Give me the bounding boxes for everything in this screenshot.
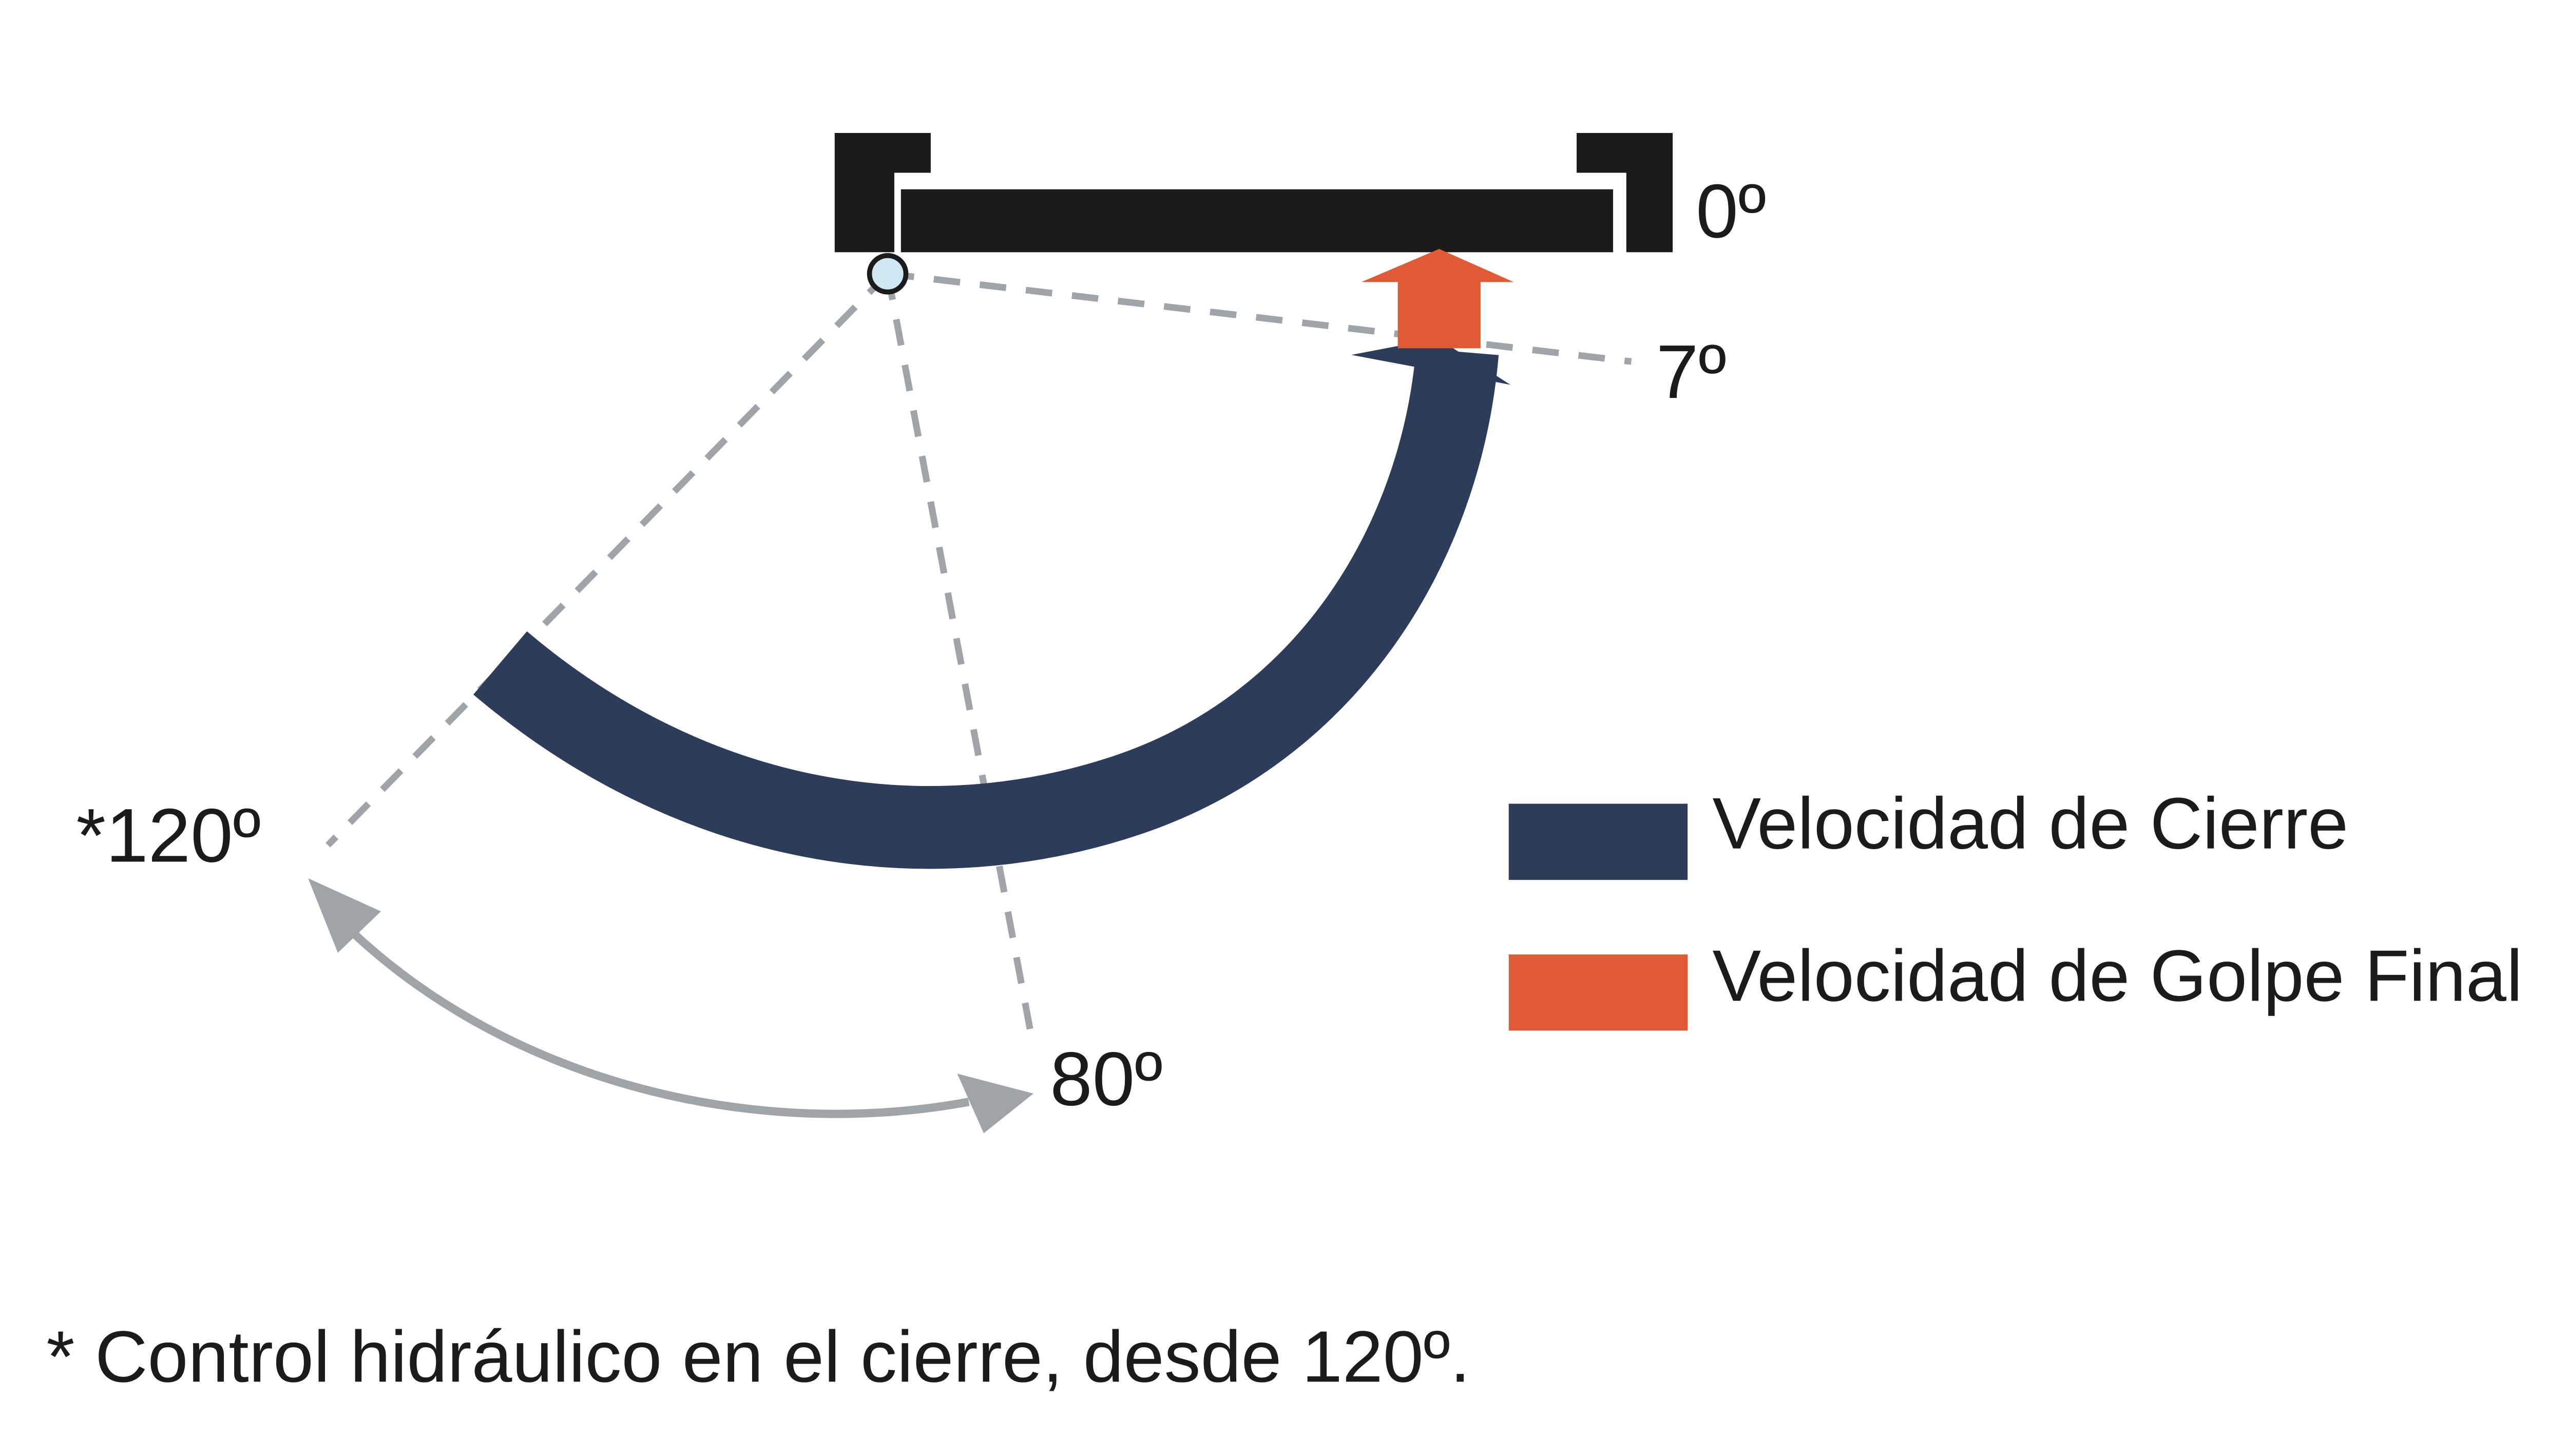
latch-arrow-shaft (1397, 278, 1481, 349)
range-arrowhead-right (957, 1074, 1033, 1134)
range-arrowhead-left (308, 878, 381, 953)
latch-speed-arrow (1361, 248, 1514, 349)
frame-left-bracket (834, 133, 931, 253)
door-frame (834, 133, 1673, 253)
legend-label-closing: Velocidad de Cierre (1712, 783, 2348, 865)
door-leaf-closed (901, 189, 1613, 253)
angle-label-7: 7º (1656, 330, 1727, 414)
range-arrow-curve (336, 916, 970, 1118)
closing-arc-arrowhead (1351, 338, 1510, 385)
angle-label-120: *120º (76, 793, 261, 878)
frame-right-bracket (1576, 133, 1673, 253)
legend-swatch-latch (1508, 954, 1688, 1031)
range-arrow (308, 878, 1033, 1134)
legend-swatch-closing (1508, 803, 1688, 880)
guide-line-120deg (325, 271, 890, 848)
guide-line-7deg (887, 270, 1632, 365)
angle-label-80: 80º (1050, 1037, 1162, 1122)
closing-speed-arc (473, 348, 1499, 869)
legend: Velocidad de Cierre Velocidad de Golpe F… (1508, 783, 2522, 1031)
angle-label-0: 0º (1696, 169, 1766, 254)
legend-label-latch: Velocidad de Golpe Final (1712, 935, 2522, 1017)
latch-arrow-head (1361, 248, 1514, 282)
hinge-pivot (867, 253, 909, 295)
angle-guides (325, 270, 1632, 1048)
guide-line-80deg (884, 273, 1037, 1048)
footnote: * Control hidráulico en el cierre, desde… (46, 1316, 1470, 1397)
